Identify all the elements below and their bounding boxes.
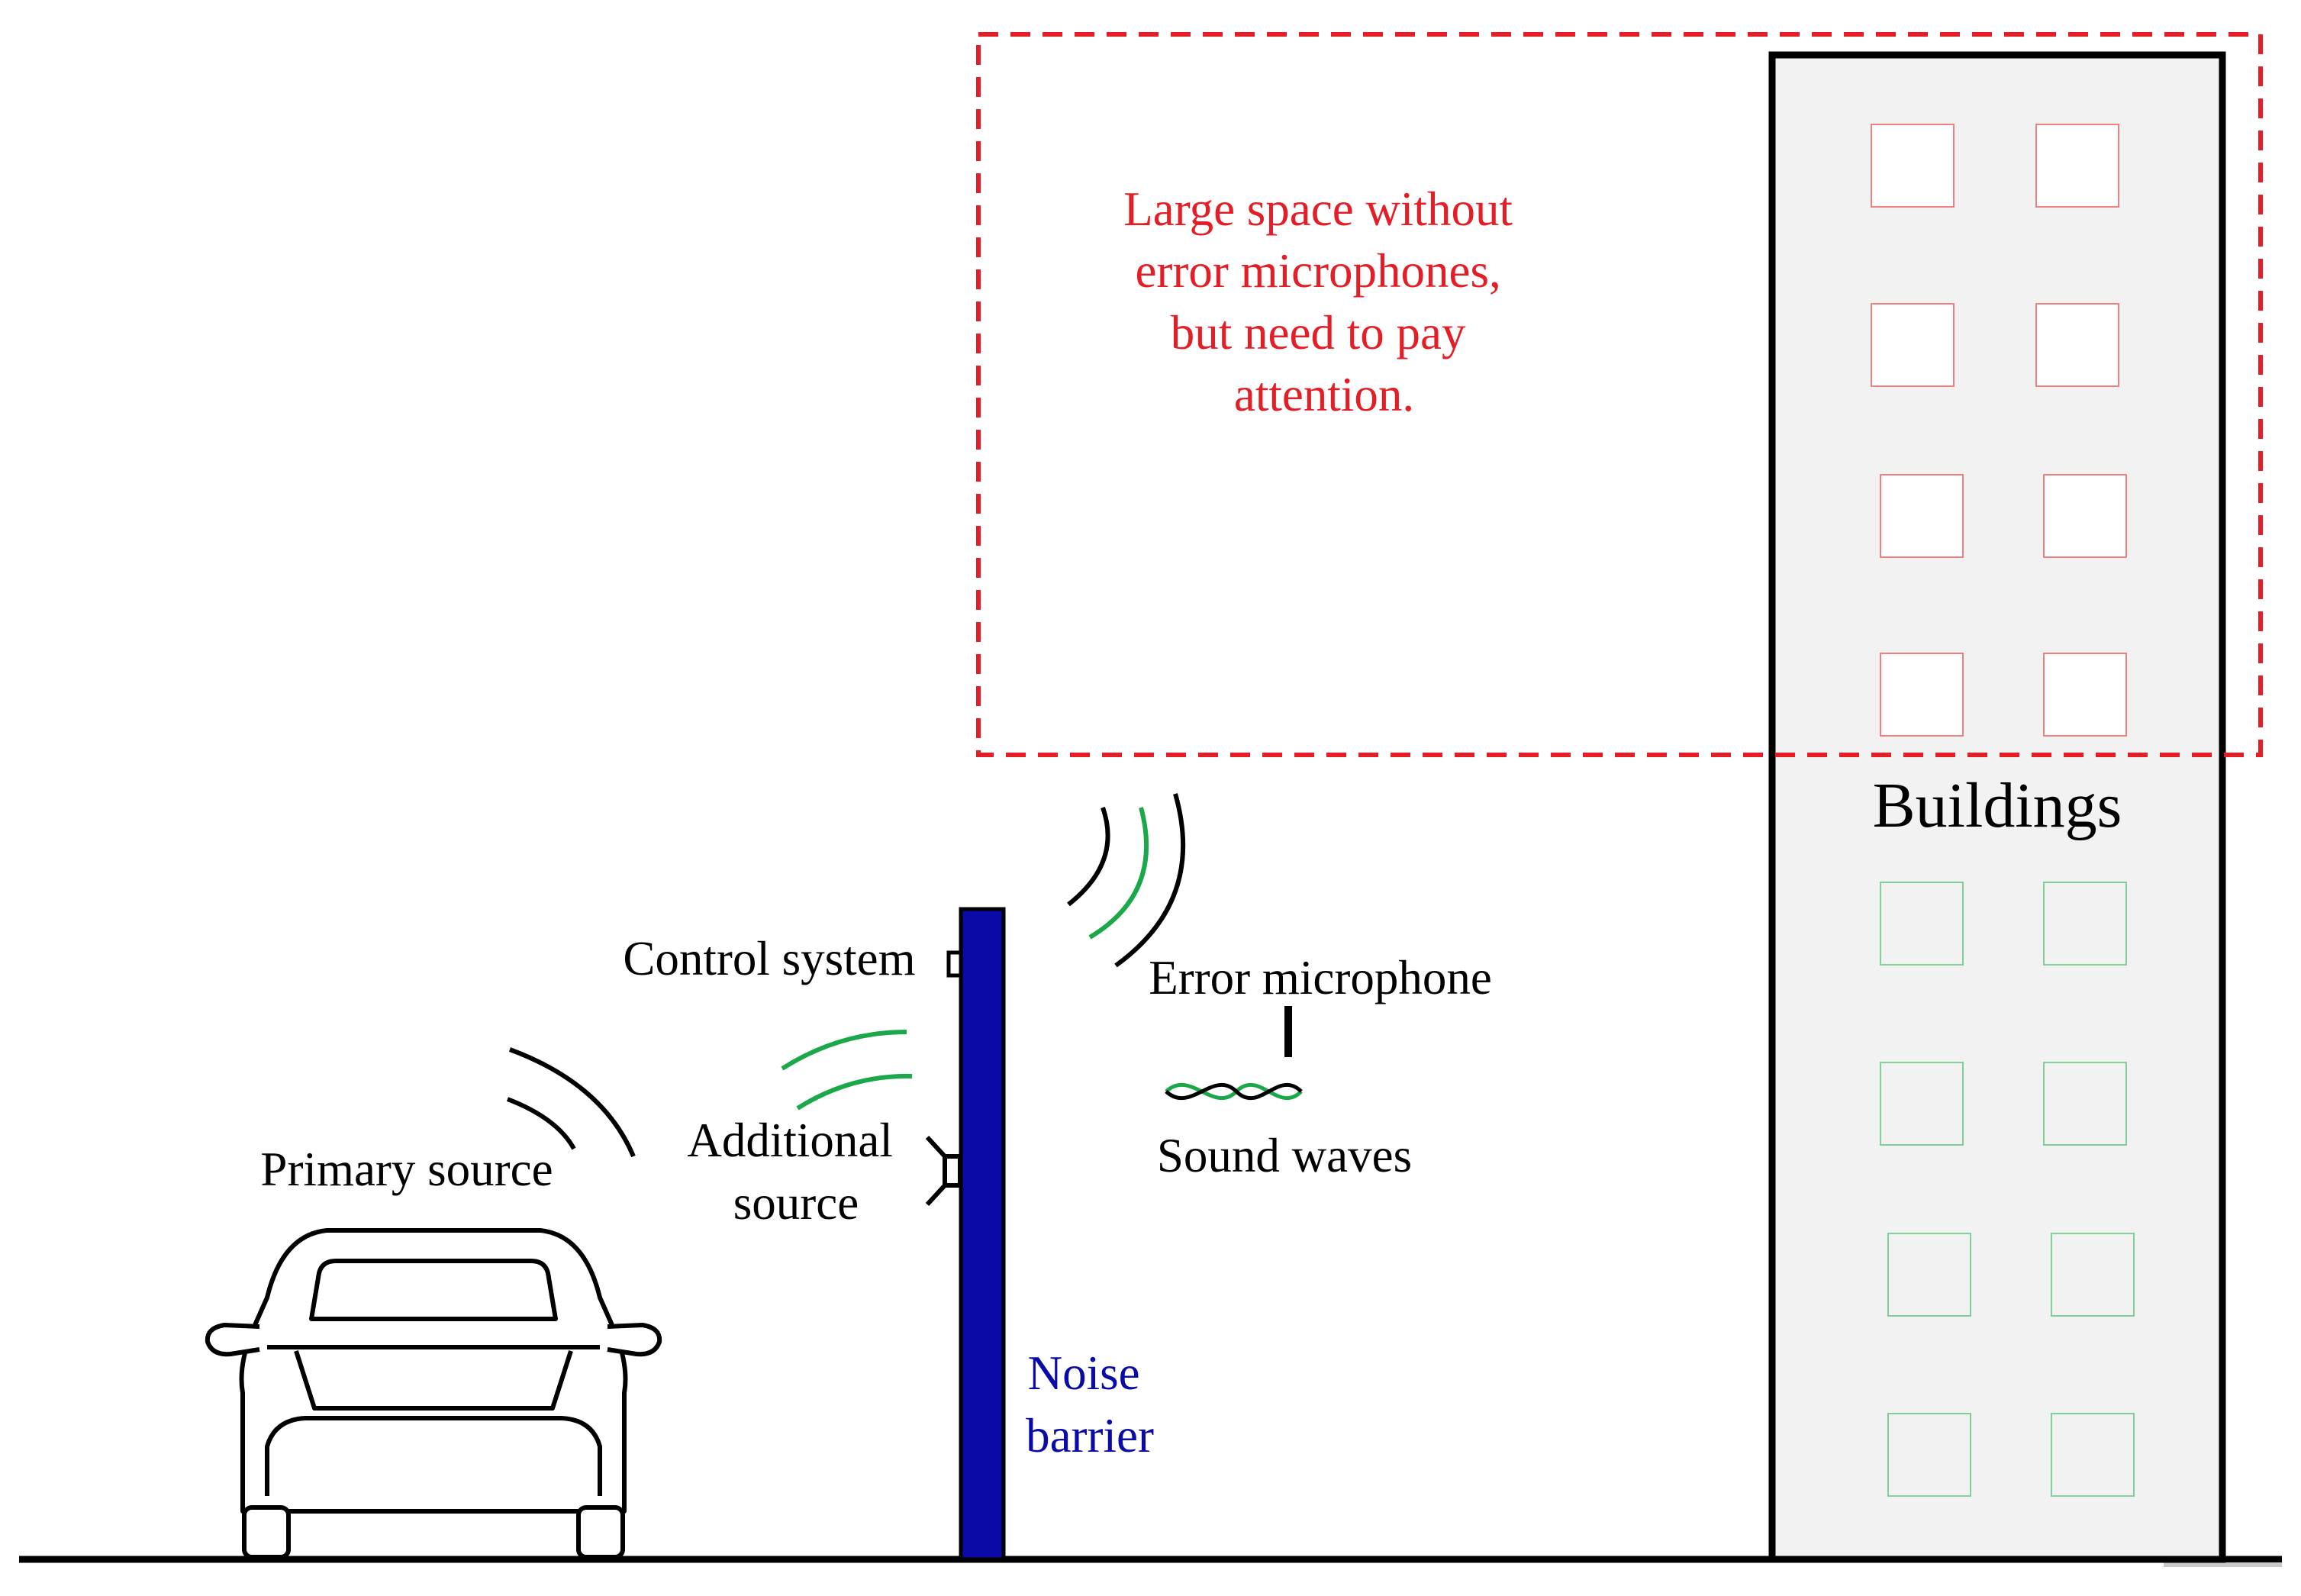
car-mirror-right (607, 1323, 662, 1357)
additional-source-line: source (733, 1176, 859, 1230)
window (1871, 124, 1955, 208)
window (2043, 653, 2127, 737)
additional-source-waves (781, 1030, 913, 1111)
buildings-label: Buildings (1873, 770, 2122, 841)
barrier-top-waves (1067, 793, 1186, 968)
sound-waves-label: Sound waves (1157, 1129, 1412, 1182)
noise-barrier-line: barrier (1026, 1409, 1154, 1462)
noise-barrier-label: Noise barrier (1026, 1346, 1154, 1462)
noise-barrier-line: Noise (1028, 1346, 1140, 1400)
car-trunk (294, 1350, 573, 1411)
window (1887, 1233, 1971, 1317)
attention-note: Large space without error microphones, b… (1123, 182, 1524, 421)
window (2043, 882, 2127, 966)
window (1871, 303, 1955, 387)
control-system-box (946, 950, 963, 978)
car-rear-window (309, 1259, 558, 1321)
window (1880, 882, 1964, 966)
window (2051, 1413, 2135, 1497)
additional-source-line: Additional (687, 1114, 892, 1167)
attention-note-line: Large space without (1123, 182, 1513, 236)
window (1880, 653, 1964, 737)
primary-source-waves (506, 1047, 636, 1158)
control-system-label: Control system (623, 932, 915, 985)
car-bumper (265, 1416, 602, 1496)
attention-note-line: but need to pay (1171, 306, 1466, 360)
window (1887, 1413, 1971, 1497)
building-windows-red (1871, 124, 2127, 737)
window (1880, 1062, 1964, 1146)
primary-source-label: Primary source (260, 1143, 553, 1196)
car-icon (205, 1228, 662, 1559)
attention-region (976, 32, 2263, 757)
sound-waves-icon (1165, 1082, 1303, 1101)
noise-barrier (959, 907, 1006, 1562)
window (2043, 474, 2127, 558)
window (1880, 474, 1964, 558)
error-microphone-label: Error microphone (1149, 951, 1492, 1004)
car-wheel-left (242, 1505, 291, 1559)
window (2051, 1233, 2135, 1317)
attention-note-line: error microphones, (1135, 244, 1500, 298)
car-mirror-left (205, 1323, 260, 1357)
speaker-icon (925, 1135, 962, 1207)
building (1768, 51, 2226, 1563)
building-windows-green (1880, 882, 2135, 1497)
car-wheel-right (576, 1505, 625, 1559)
additional-source-label: Additional source (687, 1114, 904, 1230)
window (2043, 1062, 2127, 1146)
window (2035, 303, 2119, 387)
window (2035, 124, 2119, 208)
attention-note-line: attention. (1234, 368, 1414, 421)
